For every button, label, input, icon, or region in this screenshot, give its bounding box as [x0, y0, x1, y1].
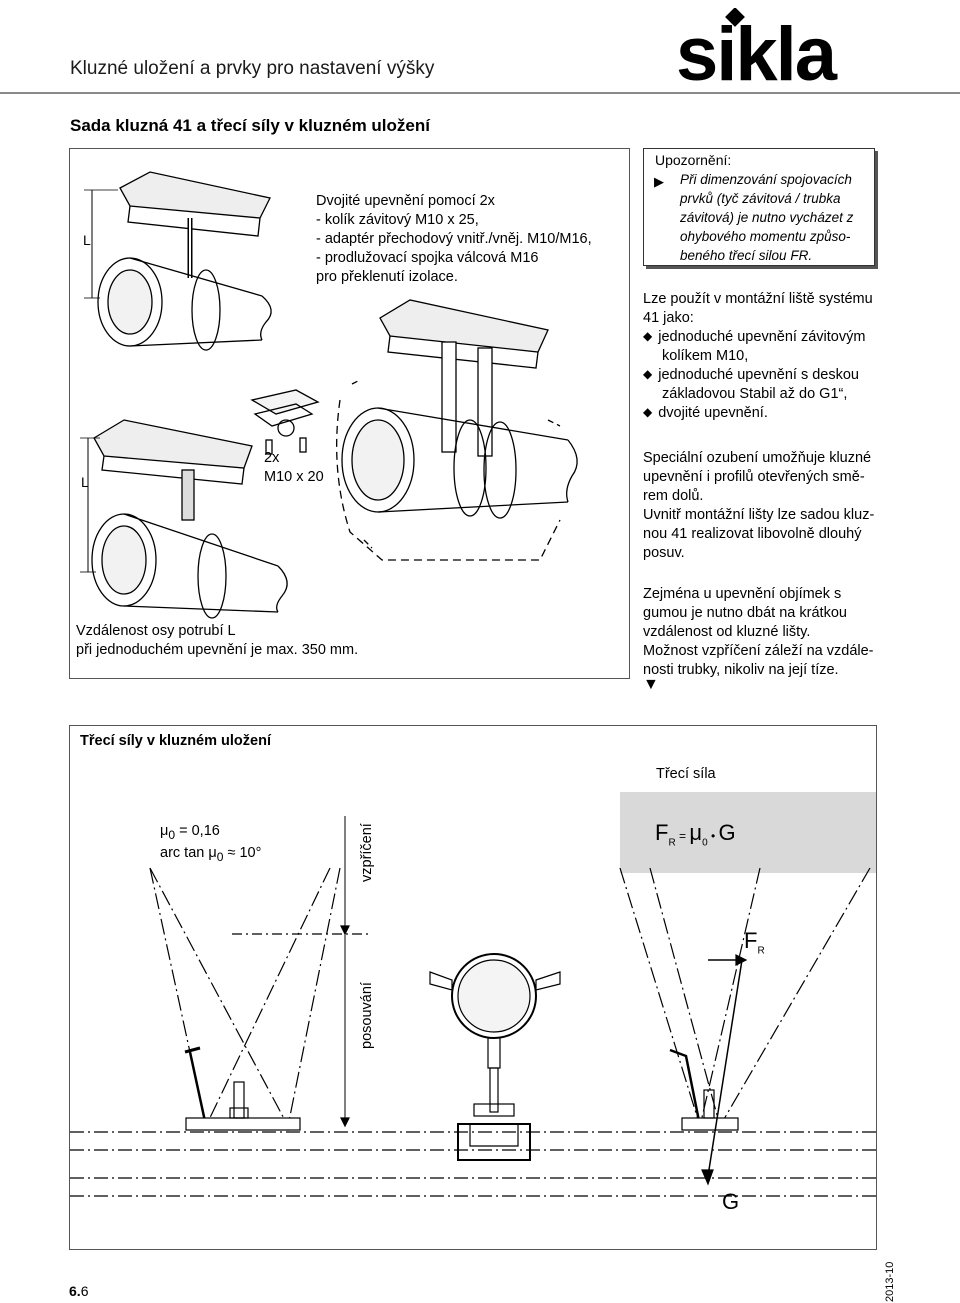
notice-box	[643, 148, 875, 266]
sikla-logo: sikla	[676, 8, 840, 88]
header-rule	[0, 92, 960, 94]
notice-line: prvků (tyč závitová / trubka	[680, 191, 841, 206]
bolt-size: M10 x 20	[264, 469, 324, 485]
desc-line: - adaptér přechodový vnitř./vněj. M10/M1…	[316, 231, 592, 247]
special-line: nou 41 realizovat libovolně dlouhý	[643, 526, 862, 542]
desc-line: - prodlužovací spojka válcová M16	[316, 250, 539, 266]
usage-item-cont: základovou Stabil až do G1“,	[662, 386, 848, 402]
distance-note: Vzdálenost osy potrubí L při jednoduchém…	[76, 622, 616, 660]
diamond-bullet-icon: ◆	[643, 367, 653, 381]
formula-F: F	[655, 820, 669, 845]
page-number-main: 6.	[69, 1283, 81, 1299]
special-line: upevnění i profilů otevřených smě-	[643, 469, 865, 485]
formula-eq: =	[675, 829, 690, 843]
force-FR-label: FR	[744, 928, 765, 956]
formula-G: G	[718, 820, 736, 845]
usage-item-text: jednoduché upevnění s deskou	[658, 367, 859, 383]
formula-R: R	[668, 837, 676, 849]
dimension-label-L-top: L	[83, 232, 91, 248]
end-triangle-icon: ▼	[643, 676, 659, 693]
arctan-text: arc tan μ	[160, 844, 217, 861]
friction-formula: FR = μ0 • G	[655, 820, 736, 848]
page-number: 6.6	[69, 1283, 88, 1299]
usage-item: ◆ jednoduché upevnění závitovým	[643, 328, 883, 347]
force-G-label: G	[722, 1189, 740, 1214]
mounting-figure-frame	[69, 148, 630, 679]
desc-line: Dvojité upevnění pomocí 2x	[316, 193, 495, 209]
warning-line: gumou je nutno dbát na krátkou	[643, 605, 847, 621]
warning-line: vzdálenost od kluzné lišty.	[643, 624, 811, 640]
double-mount-description: Dvojité upevnění pomocí 2x - kolík závit…	[316, 192, 616, 287]
friction-force-label: Třecí síla	[656, 766, 716, 782]
formula-zero: 0	[702, 837, 708, 849]
formula-mu: μ	[689, 820, 703, 845]
header-title: Kluzné uložení a prvky pro nastavení výš…	[70, 58, 435, 79]
notice-line: Při dimenzování spojovacích	[680, 172, 852, 187]
label-jamming: vzpříčení	[359, 823, 375, 882]
notice-line: beného třecí silou FR.	[680, 248, 813, 263]
special-line: posuv.	[643, 545, 685, 561]
arctan-sub: 0	[216, 849, 224, 864]
usage-list: Lze použít v montážní liště systému 41 j…	[643, 290, 883, 423]
distance-note-line: Vzdálenost osy potrubí L	[76, 623, 236, 639]
formula-box	[620, 792, 876, 873]
usage-item: ◆ dvojité upevnění.	[643, 404, 883, 423]
usage-intro: 41 jako:	[643, 310, 694, 326]
notice-body: Při dimenzování spojovacích prvků (tyč z…	[680, 170, 870, 265]
desc-line: pro překlenutí izolace.	[316, 269, 458, 285]
distance-note-line: při jednoduchém upevnění je max. 350 mm.	[76, 642, 359, 658]
mu-line: μ0 = 0,16	[160, 822, 261, 844]
usage-item: ◆ jednoduché upevnění s deskou	[643, 366, 883, 385]
page-number-sub: 6	[80, 1283, 89, 1299]
FR-R: R	[757, 945, 765, 957]
friction-figure-frame	[69, 725, 877, 1250]
usage-item-text: dvojité upevnění.	[658, 405, 768, 421]
dimension-label-L-bottom: L	[81, 474, 89, 490]
warning-line: nosti trubky, nikoliv na její tíze.	[643, 662, 839, 678]
special-paragraph: Speciální ozubení umožňuje kluzné upevně…	[643, 449, 883, 563]
svg-text:sikla: sikla	[676, 12, 838, 88]
arctan-line: arc tan μ0 ≈ 10°	[160, 844, 261, 866]
bolt-label: 2x M10 x 20	[264, 449, 324, 487]
bolt-count: 2x	[264, 450, 280, 466]
section-title: Sada kluzná 41 a třecí síly v kluzném ul…	[70, 116, 430, 135]
warning-line: Možnost vzpříčení záleží na vzdále-	[643, 643, 874, 659]
mu-value: = 0,16	[175, 823, 220, 839]
edition-date: 2013-10	[884, 1261, 896, 1302]
formula-dot: •	[707, 829, 719, 843]
usage-intro: Lze použít v montážní liště systému	[643, 291, 873, 307]
mu-symbol: μ	[160, 823, 169, 839]
diamond-bullet-icon: ◆	[643, 329, 653, 343]
desc-line: - kolík závitový M10 x 25,	[316, 212, 479, 228]
FR-F: F	[744, 928, 758, 953]
special-line: rem dolů.	[643, 488, 704, 504]
diamond-bullet-icon: ◆	[643, 405, 653, 419]
usage-item-text: jednoduché upevnění závitovým	[658, 329, 866, 345]
play-triangle-icon: ▶	[654, 174, 664, 189]
special-line: Uvnitř montážní lišty lze sadou kluz-	[643, 507, 875, 523]
mu-sub: 0	[168, 827, 176, 842]
special-line: Speciální ozubení umožňuje kluzné	[643, 450, 872, 466]
friction-coefficient: μ0 = 0,16 arc tan μ0 ≈ 10°	[160, 822, 261, 866]
warning-paragraph: Zejména u upevnění objímek s gumou je nu…	[643, 585, 893, 680]
usage-item-cont: kolíkem M10,	[662, 348, 749, 364]
label-sliding: posouvání	[359, 982, 375, 1049]
notice-line: závitová) je nutno vycházet z	[680, 210, 854, 225]
friction-title: Třecí síly v kluzném uložení	[80, 733, 271, 749]
arctan-value: ≈ 10°	[223, 844, 262, 861]
warning-line: Zejména u upevnění objímek s	[643, 586, 842, 602]
notice-line: ohybového momentu způso-	[680, 229, 851, 244]
notice-title: Upozornění:	[655, 152, 732, 168]
